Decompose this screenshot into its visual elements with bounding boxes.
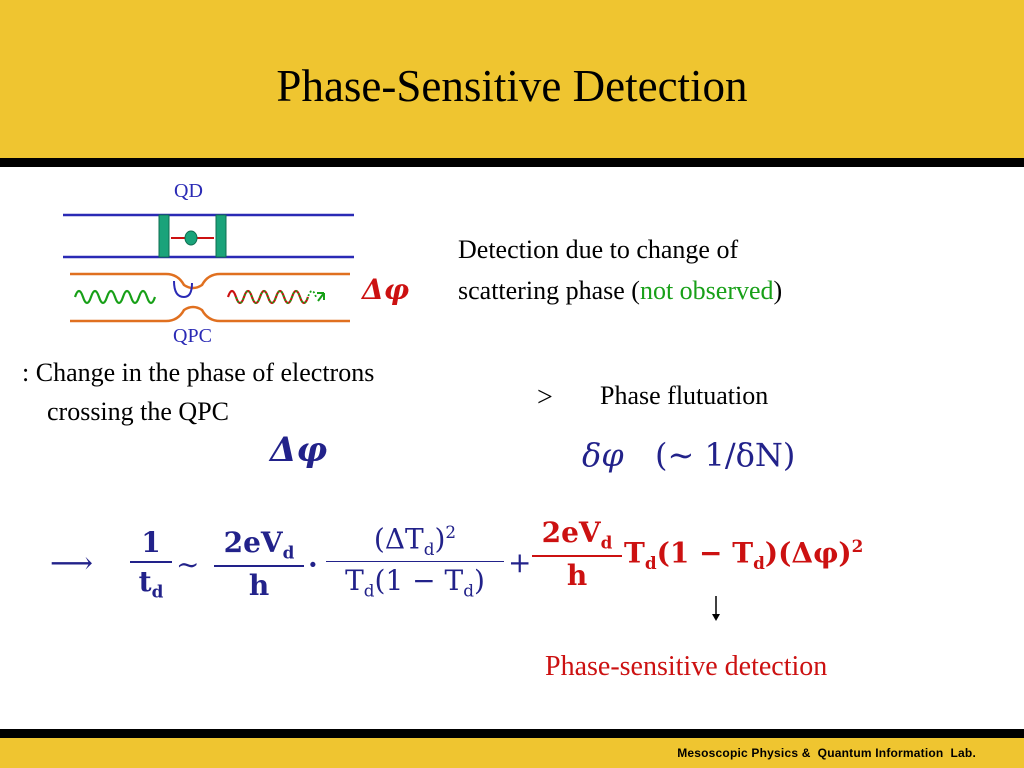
planck-denominator-1: h bbox=[248, 568, 270, 602]
tail-t-a: T bbox=[624, 536, 645, 570]
qd-label: QD bbox=[174, 180, 203, 202]
qpc-bottom-line bbox=[70, 305, 350, 323]
transmission-fraction: (ΔTd)2 Td(1 − Td) bbox=[326, 522, 504, 601]
down-arrow-icon bbox=[712, 596, 720, 621]
voltage-numerator-1: 2eVd bbox=[214, 526, 304, 563]
voltage-fraction-bar-2 bbox=[532, 554, 622, 557]
delta-phi-fluctuation: δφ bbox=[582, 436, 624, 474]
transmission-numerator: (ΔTd)2 bbox=[326, 522, 504, 559]
tail-delta-phi: )(Δφ) bbox=[764, 536, 852, 570]
t-symbol: t bbox=[138, 565, 152, 598]
not-observed-highlight: not observed bbox=[639, 276, 774, 305]
delta-t-open: (ΔT bbox=[373, 522, 424, 556]
detection-line-2: scattering phase (not observed) bbox=[458, 276, 782, 306]
voltage-subscript-2: d bbox=[600, 532, 613, 553]
tail-subscript-b: d bbox=[753, 552, 765, 573]
formula-arrow: ⟶ bbox=[50, 546, 94, 581]
similar-symbol: ∼ bbox=[176, 548, 200, 581]
voltage-term: 2eV bbox=[223, 526, 283, 559]
change-description-line-1: : Change in the phase of electrons bbox=[22, 358, 375, 387]
rate-fraction-bar bbox=[130, 561, 172, 563]
rate-fraction: 1 td bbox=[130, 526, 172, 602]
transmission-denominator: Td(1 − Td) bbox=[326, 564, 504, 601]
t-subscript-b: d bbox=[463, 580, 474, 601]
tail-subscript-a: d bbox=[644, 552, 657, 573]
detection-line-1: Detection due to change of bbox=[458, 235, 739, 264]
voltage-fraction-bar-1 bbox=[214, 564, 304, 567]
voltage-numerator-2: 2eVd bbox=[532, 516, 622, 553]
wave-direction-arrow bbox=[317, 292, 325, 302]
footer-lab-name: Mesoscopic Physics & Quantum Information… bbox=[677, 746, 976, 760]
d-subscript: d bbox=[151, 581, 164, 602]
qd-qpc-diagram bbox=[63, 213, 354, 323]
footer-divider bbox=[0, 729, 1024, 738]
phase-shifted-wave bbox=[235, 290, 317, 304]
detection-suffix: ) bbox=[773, 276, 783, 305]
incoming-electron-wave bbox=[73, 289, 157, 305]
tail-square: 2 bbox=[851, 536, 864, 556]
multiply-dot: · bbox=[308, 548, 318, 581]
fluctuation-scaling-expr: (∼ 1/δN) bbox=[655, 436, 796, 474]
transmitted-electron-wave bbox=[226, 289, 310, 305]
diagram-delta-phi: Δφ bbox=[362, 273, 410, 306]
phase-sensitive-term: Td(1 − Td)(Δφ)2 bbox=[624, 536, 863, 573]
transmission-fraction-bar bbox=[326, 560, 504, 562]
delta-t-subscript: d bbox=[423, 538, 435, 559]
qd-right-barrier bbox=[215, 214, 227, 258]
rate-denominator: td bbox=[130, 565, 172, 602]
title-banner bbox=[0, 0, 1024, 158]
qd-left-barrier bbox=[158, 214, 170, 258]
t-term-close: ) bbox=[473, 563, 485, 597]
qd-electron-dot bbox=[184, 230, 198, 246]
change-description-line-2: crossing the QPC bbox=[47, 397, 229, 426]
voltage-term-2: 2eV bbox=[541, 516, 601, 549]
delta-t-close: ) bbox=[434, 522, 446, 556]
voltage-fraction-1: 2eVd h bbox=[214, 526, 304, 602]
rate-numerator: 1 bbox=[141, 526, 161, 559]
voltage-subscript: d bbox=[282, 542, 295, 563]
tail-one-minus-t: (1 − T bbox=[656, 536, 754, 570]
delta-t-square: 2 bbox=[445, 522, 457, 542]
t-subscript-a: d bbox=[363, 580, 375, 601]
footer-banner: Mesoscopic Physics & Quantum Information… bbox=[0, 738, 1024, 768]
t-term-a: T bbox=[345, 563, 364, 597]
voltage-fraction-2: 2eVd h bbox=[532, 516, 622, 592]
qpc-reflection-mark bbox=[173, 280, 193, 299]
result-label: Phase-sensitive detection bbox=[545, 651, 828, 682]
plus-sign: + bbox=[508, 546, 532, 579]
qpc-label: QPC bbox=[173, 325, 212, 347]
one-minus-t: (1 − T bbox=[374, 563, 464, 597]
qpc-top-line bbox=[70, 272, 350, 290]
comparison-symbol: > bbox=[537, 382, 553, 413]
header-divider bbox=[0, 158, 1024, 167]
phase-fluctuation-label: Phase flutuation bbox=[600, 381, 769, 410]
detection-prefix: scattering phase ( bbox=[458, 276, 640, 305]
slide-title: Phase-Sensitive Detection bbox=[276, 61, 748, 111]
planck-denominator-2: h bbox=[566, 558, 588, 592]
delta-phi-symbol: Δφ bbox=[270, 430, 328, 470]
